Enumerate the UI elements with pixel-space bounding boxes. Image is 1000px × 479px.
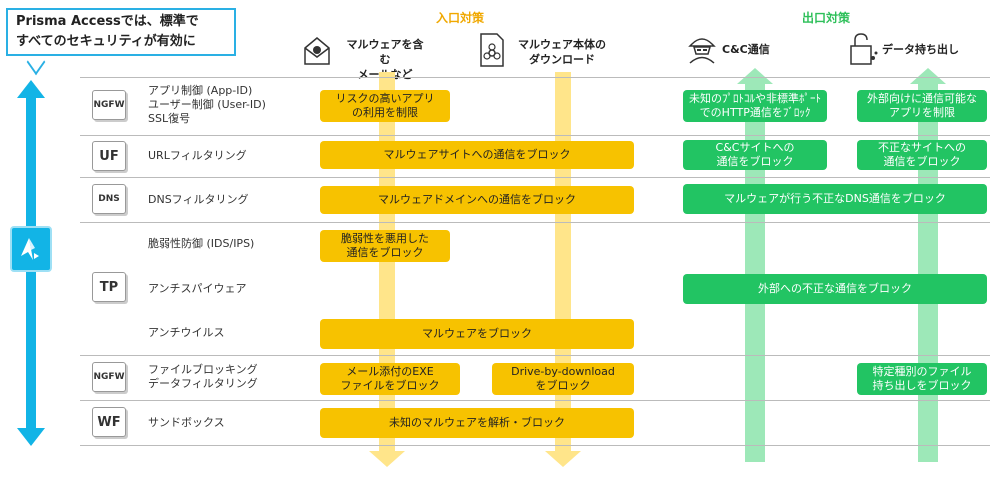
pill-spyware-outbound: 外部への不正な通信をブロック	[683, 274, 987, 304]
inbound-flow-mail	[379, 72, 395, 452]
row-separator	[80, 135, 990, 136]
mail-threat-icon	[301, 36, 333, 70]
pill-line: ファイルをブロック	[340, 379, 440, 392]
pill-line: でのHTTP通信をﾌﾞﾛｯｸ	[699, 106, 811, 119]
pill-line: 未知のﾌﾟﾛﾄｺﾙや非標準ﾎﾟｰﾄ	[689, 92, 821, 105]
threat-cnc-label: C&C通信	[722, 43, 770, 56]
ngfw-icon: NGFW	[92, 362, 126, 392]
inbound-arrow-download	[545, 451, 581, 467]
feature-file-blocking: ファイルブロッキング データフィルタリング	[148, 363, 258, 391]
callout-line-2: すべてのセキュリティが有効に	[16, 34, 196, 49]
feature-sandbox: サンドボックス	[148, 416, 225, 429]
row-separator	[80, 222, 990, 223]
pill-line: リスクの高いアプリ	[335, 92, 435, 105]
feature-vuln-protection: 脆弱性防御 (IDS/IPS)	[148, 237, 255, 250]
row-separator	[80, 400, 990, 401]
pill-line: C&Cサイトへの	[715, 141, 795, 154]
pill-fb-download: Drive-by-download をブロック	[492, 363, 634, 395]
header-outbound: 出口対策	[801, 11, 850, 25]
pill-line: 特定種別のファイル	[872, 365, 972, 378]
pill-app-inbound: リスクの高いアプリ の利用を制限	[320, 90, 450, 122]
pill-line: アプリを制限	[889, 106, 955, 119]
pill-app-cnc: 未知のﾌﾟﾛﾄｺﾙや非標準ﾎﾟｰﾄ でのHTTP通信をﾌﾞﾛｯｸ	[683, 90, 827, 122]
threat-download-label: マルウェア本体の ダウンロード	[512, 37, 612, 67]
feature-url-filtering: URLフィルタリング	[148, 149, 247, 162]
wf-icon: WF	[92, 407, 126, 437]
threat-mail-line-1: マルウェアを含む	[346, 38, 424, 66]
uf-icon: UF	[92, 141, 126, 171]
row-separator	[80, 77, 990, 78]
pill-line: 外部向けに通信可能な	[867, 92, 977, 105]
pill-fb-mail: メール添付のEXE ファイルをブロック	[320, 363, 460, 395]
threat-download-line-2: ダウンロード	[529, 53, 595, 66]
pill-app-exfil: 外部向けに通信可能な アプリを制限	[857, 90, 987, 122]
outbound-arrow-cnc	[737, 68, 773, 84]
pill-dns-outbound: マルウェアが行う不正なDNS通信をブロック	[683, 184, 987, 214]
outbound-arrow-exfil	[910, 68, 946, 84]
pill-line: Drive-by-download	[511, 365, 615, 378]
tp-icon: TP	[92, 272, 126, 302]
feature-line: データフィルタリング	[148, 377, 258, 390]
row-separator	[80, 355, 990, 356]
pill-line: の利用を制限	[352, 106, 418, 119]
feature-antivirus: アンチウイルス	[148, 326, 225, 339]
blue-arrow-up	[17, 80, 45, 98]
feature-line: ユーザー制御 (User-ID)	[148, 98, 266, 111]
unlock-icon	[849, 32, 879, 70]
row-separator	[80, 177, 990, 178]
pill-av-inbound: マルウェアをブロック	[320, 319, 634, 349]
feature-line: SSL復号	[148, 112, 191, 125]
pill-dns-inbound: マルウェアドメインへの通信をブロック	[320, 186, 634, 214]
biohazard-icon	[478, 33, 506, 71]
threat-exfil-label: データ持ち出し	[882, 43, 959, 56]
pill-line: メール添付のEXE	[346, 365, 434, 378]
feature-dns-filtering: DNSフィルタリング	[148, 193, 249, 206]
feature-line: ファイルブロッキング	[148, 363, 258, 376]
pill-line: 通信をブロック	[883, 155, 961, 168]
pill-url-cnc: C&Cサイトへの 通信をブロック	[683, 140, 827, 170]
dns-icon: DNS	[92, 184, 126, 214]
pill-line: 脆弱性を悪用した	[341, 232, 429, 245]
pill-line: 通信をブロック	[716, 155, 794, 168]
callout-box: Prisma Accessでは、標準で すべてのセキュリティが有効に	[6, 8, 236, 56]
feature-line: アプリ制御 (App-ID)	[148, 84, 253, 97]
inbound-arrow-mail	[369, 451, 405, 467]
pill-wf-inbound: 未知のマルウェアを解析・ブロック	[320, 408, 634, 438]
header-inbound: 入口対策	[435, 11, 484, 25]
feature-app-control: アプリ制御 (App-ID) ユーザー制御 (User-ID) SSL復号	[148, 84, 266, 126]
pill-vuln-inbound: 脆弱性を悪用した 通信をブロック	[320, 230, 450, 262]
pill-line: 持ち出しをブロック	[872, 379, 972, 392]
feature-anti-spyware: アンチスパイウェア	[148, 282, 247, 295]
threat-download-line-1: マルウェア本体の	[518, 38, 606, 51]
pill-line: 通信をブロック	[346, 246, 424, 259]
row-separator	[80, 445, 990, 446]
blue-arrow-down	[17, 428, 45, 446]
inbound-flow-download	[555, 72, 571, 452]
pill-line: をブロック	[535, 379, 591, 392]
outbound-flow-cnc	[745, 84, 765, 462]
pill-fb-exfil: 特定種別のファイル 持ち出しをブロック	[857, 363, 987, 395]
hacker-icon	[686, 32, 718, 68]
ngfw-icon: NGFW	[92, 90, 126, 120]
prisma-access-icon	[10, 226, 52, 272]
pill-url-inbound: マルウェアサイトへの通信をブロック	[320, 141, 634, 169]
pill-url-exfil: 不正なサイトへの 通信をブロック	[857, 140, 987, 170]
pill-line: 不正なサイトへの	[878, 141, 966, 154]
callout-line-1: Prisma Accessでは、標準で	[16, 14, 199, 29]
